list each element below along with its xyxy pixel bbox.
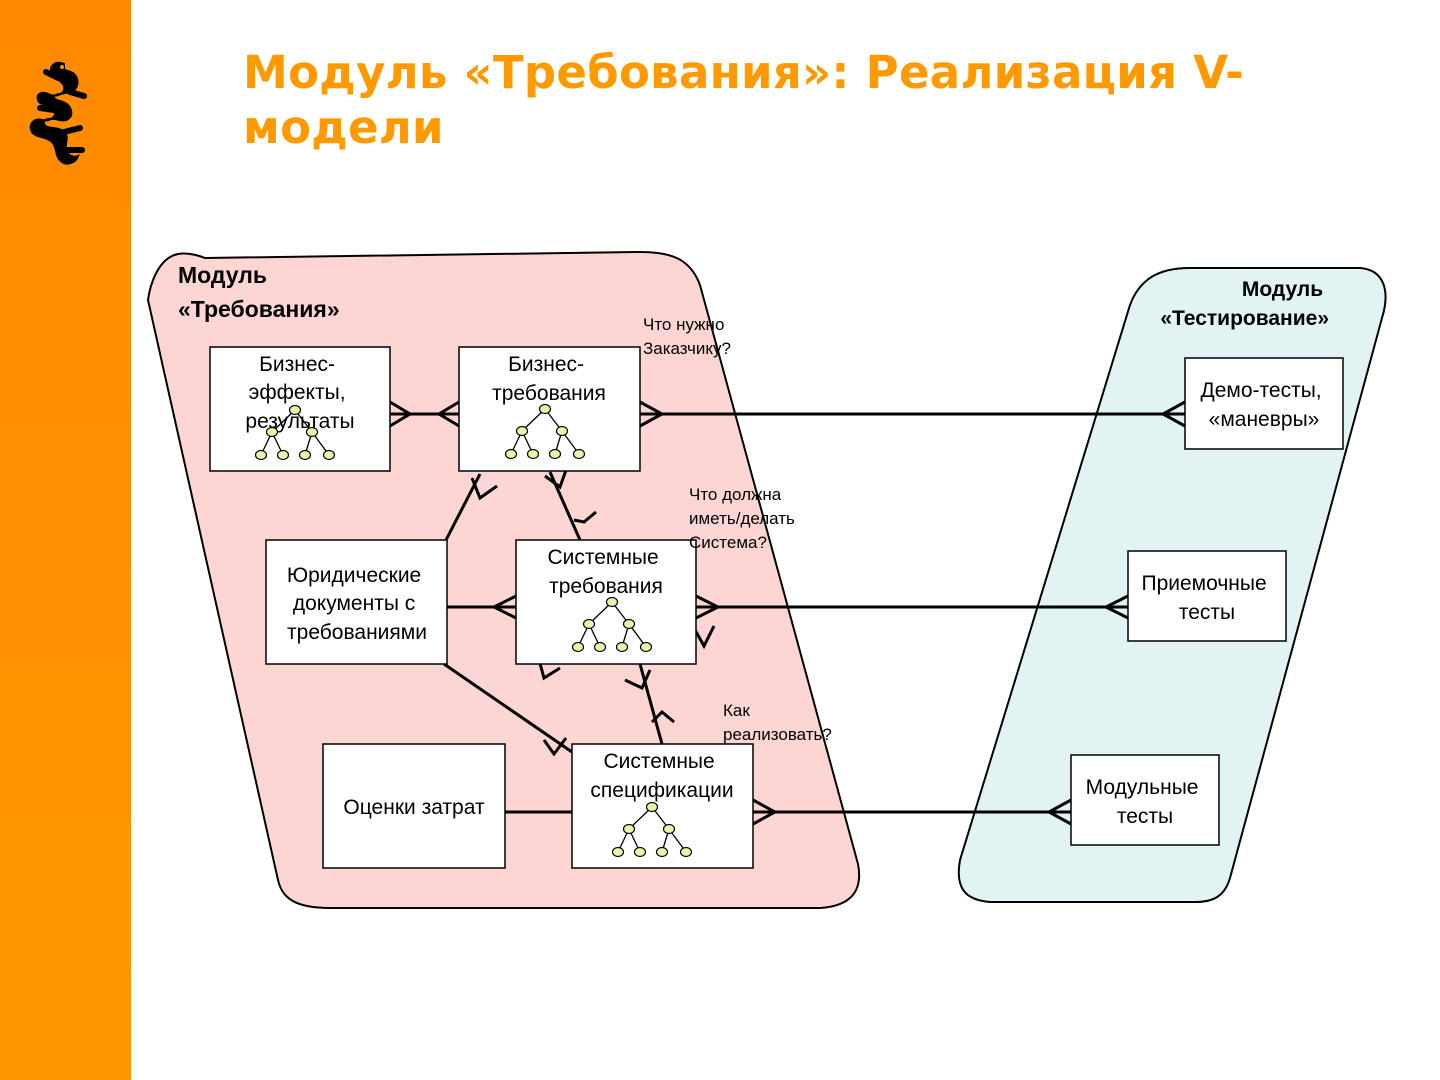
tree-node — [593, 641, 607, 653]
svg-text:Приемочные тесты: Приемочные тесты — [1142, 572, 1273, 624]
tree-node — [322, 449, 336, 461]
note-system-must: Что должна иметь/делать Система? — [689, 485, 800, 552]
box-system-specifications: Системные спецификации — [571, 743, 754, 869]
svg-text:Системные требования: Системные требования — [547, 546, 664, 598]
svg-text:Бизнес- эффекты, р: Бизнес- эффекты, результаты — [245, 353, 354, 433]
tree-node — [538, 403, 552, 415]
testing-module-label: Модуль «Тестирование» — [1160, 278, 1329, 330]
tree-node — [515, 425, 529, 437]
tree-node — [504, 448, 518, 460]
svg-text:Юридические документы с: Юридические документы с требованиями — [287, 564, 427, 644]
connectors — [389, 400, 1186, 826]
tree-node — [662, 823, 676, 835]
tree-node — [622, 618, 636, 630]
tree-node — [571, 641, 585, 653]
tree-icons — [254, 403, 693, 858]
box-unit-tests: Модульные тесты — [1070, 754, 1220, 846]
svg-text:Демо-тесты, «маневры»: Демо-тесты, «маневры» — [1201, 379, 1328, 431]
tree-node — [582, 618, 596, 630]
svg-text:Оценки затрат: Оценки затрат — [343, 796, 485, 819]
tree-node — [555, 425, 569, 437]
tree-icon — [504, 403, 586, 460]
box-demo-tests: Демо-тесты, «маневры» — [1184, 357, 1344, 450]
tree-node — [305, 426, 319, 438]
sidebar-bar — [0, 0, 131, 1080]
svg-text:Модульные тесты: Модульные тесты — [1086, 776, 1205, 828]
svg-text:Бизнес- требования: Бизнес- требования — [492, 353, 606, 405]
box-business-requirements: Бизнес- требования — [458, 346, 641, 472]
slide-title: Модуль «Требования»: Реализация V-модели — [243, 46, 1245, 154]
tree-node — [548, 448, 562, 460]
tree-node — [288, 404, 302, 416]
svg-text:Системные спецификации: Системные спецификации — [590, 750, 733, 802]
tree-node — [611, 846, 625, 858]
note-customer-needs: Что нужно Заказчику? — [643, 315, 731, 358]
box-cost-estimates: Оценки затрат — [322, 743, 506, 869]
box-acceptance-tests: Приемочные тесты — [1127, 550, 1287, 642]
tree-node — [298, 449, 312, 461]
gecko-icon — [29, 61, 87, 165]
tree-node — [645, 801, 659, 813]
tree-icon — [611, 801, 693, 858]
note-how-to-implement: Как реализовать? — [723, 701, 832, 744]
tree-node — [655, 846, 669, 858]
tree-node — [265, 426, 279, 438]
tree-node — [639, 641, 653, 653]
tree-node — [679, 846, 693, 858]
box-legal-documents: Юридические документы с требованиями — [265, 539, 448, 665]
tree-node — [622, 823, 636, 835]
tree-node — [615, 641, 629, 653]
requirements-module-label: Модуль «Требования» — [178, 262, 340, 322]
tree-icon — [254, 404, 336, 461]
tree-node — [605, 596, 619, 608]
tree-node — [254, 449, 268, 461]
tree-node — [526, 448, 540, 460]
tree-icon — [571, 596, 653, 653]
tree-node — [633, 846, 647, 858]
tree-node — [572, 448, 586, 460]
tree-node — [276, 449, 290, 461]
